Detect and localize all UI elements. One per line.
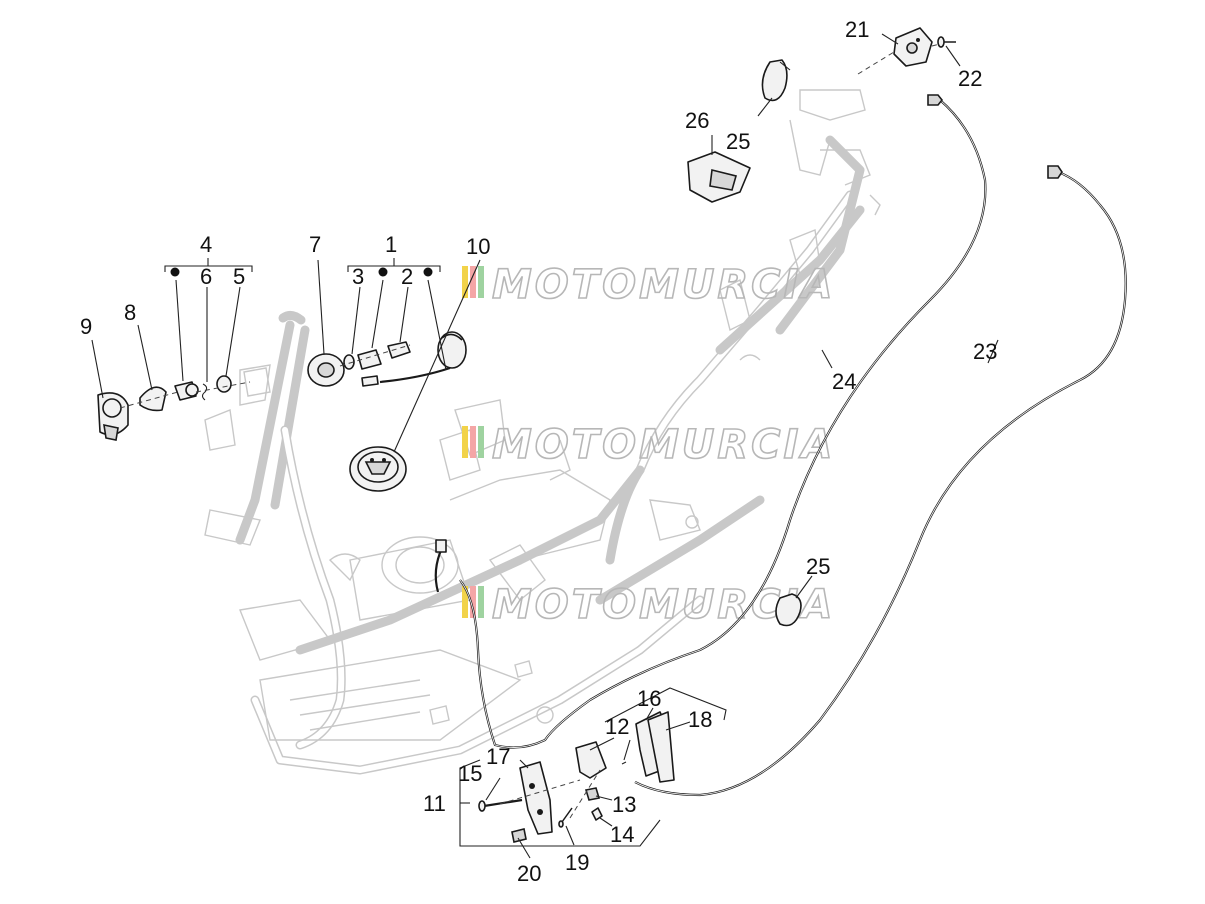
part-17-latch-plate: [519, 761, 553, 835]
watermark-stripe-green: [478, 586, 484, 618]
tie-clip: [779, 61, 791, 71]
part-1-barrel: [357, 349, 382, 387]
group-dot: [423, 267, 433, 277]
dashed-lines: [119, 43, 941, 819]
group-bracket-1: [347, 258, 441, 277]
watermark-1: MOTOMURCIA: [462, 261, 835, 309]
part-9-lock-body: [97, 392, 129, 441]
callout-22: 22: [958, 66, 982, 91]
callout-8: 8: [124, 300, 136, 325]
part-15-bolt: [478, 798, 523, 812]
part-4-cylinder: [174, 381, 199, 401]
part-3-ring: [343, 354, 355, 370]
callout-19: 19: [565, 850, 589, 875]
part-13-nut: [584, 787, 601, 801]
watermark-stripe-pink: [470, 426, 476, 458]
callout-25-top: 25: [726, 129, 750, 154]
callout-12: 12: [605, 714, 629, 739]
cable-24: [459, 94, 987, 749]
callout-9: 9: [80, 314, 92, 339]
part-6-spring: [201, 383, 208, 401]
callout-1: 1: [385, 232, 397, 257]
part-12-actuator: [575, 741, 607, 779]
part-10-fuel-release-cable: [379, 331, 467, 384]
callout-4: 4: [200, 232, 212, 257]
callout-14: 14: [610, 822, 634, 847]
callout-10: 10: [466, 234, 490, 259]
callout-16: 16: [637, 686, 661, 711]
callout-11: 11: [423, 791, 446, 816]
callout-25-bottom: 25: [806, 554, 830, 579]
cable-23: [634, 165, 1127, 797]
watermark-stripe-yellow: [462, 426, 468, 458]
part-7-lock-housing: [307, 353, 345, 387]
part-25-cable-tie-bottom: [775, 593, 802, 627]
part-14-spring: [591, 807, 603, 821]
watermark-stripe-yellow: [462, 586, 468, 618]
watermark-stripe-pink: [470, 266, 476, 298]
callout-labels: 1 2 3 4 5 6 7 8 9 10 11 12 13 14 15 16 1…: [80, 17, 997, 886]
watermark-text: MOTOMURCIA: [492, 262, 835, 308]
leader-lines: [91, 33, 999, 859]
callout-18: 18: [688, 707, 712, 732]
part-26-seat-bracket: [687, 151, 751, 203]
small-cable-end: [621, 739, 631, 765]
group-dot: [170, 267, 180, 277]
part-21-seat-lock: [893, 27, 933, 67]
callout-5: 5: [233, 264, 245, 289]
callout-23: 23: [973, 339, 997, 364]
callout-20: 20: [517, 861, 541, 886]
callout-15: 15: [458, 761, 482, 786]
watermark-text: MOTOMURCIA: [492, 422, 835, 468]
fuel-cap: [349, 446, 407, 492]
callout-26: 26: [685, 108, 709, 133]
callout-2: 2: [401, 264, 413, 289]
watermark-stripe-pink: [470, 586, 476, 618]
part-8-cover: [139, 386, 167, 412]
callout-13: 13: [612, 792, 636, 817]
part-22-screw: [937, 36, 956, 48]
watermark-stripe-yellow: [462, 266, 468, 298]
callout-7: 7: [309, 232, 321, 257]
part-19-screw: [558, 807, 573, 828]
group-dot: [378, 267, 388, 277]
scooter-frame: [204, 89, 881, 775]
group-bracket-16: [604, 687, 727, 723]
steering-sleeve: [243, 367, 271, 397]
fuel-flap-cable: [434, 539, 447, 593]
callout-17: 17: [486, 744, 510, 769]
watermark-2: MOTOMURCIA: [462, 421, 835, 469]
callout-21: 21: [845, 17, 869, 42]
watermark-stripe-green: [478, 426, 484, 458]
part-2-key-lever: [387, 341, 411, 359]
part-20-clip: [511, 828, 527, 843]
group-bracket-4: [164, 258, 253, 277]
watermark-stripe-green: [478, 266, 484, 298]
callout-3: 3: [352, 264, 364, 289]
callout-24: 24: [832, 369, 856, 394]
callout-6: 6: [200, 264, 212, 289]
part-25-cable-tie-top: [761, 59, 788, 102]
group-bracket-11: [459, 759, 661, 847]
part-5-washer: [216, 375, 232, 393]
